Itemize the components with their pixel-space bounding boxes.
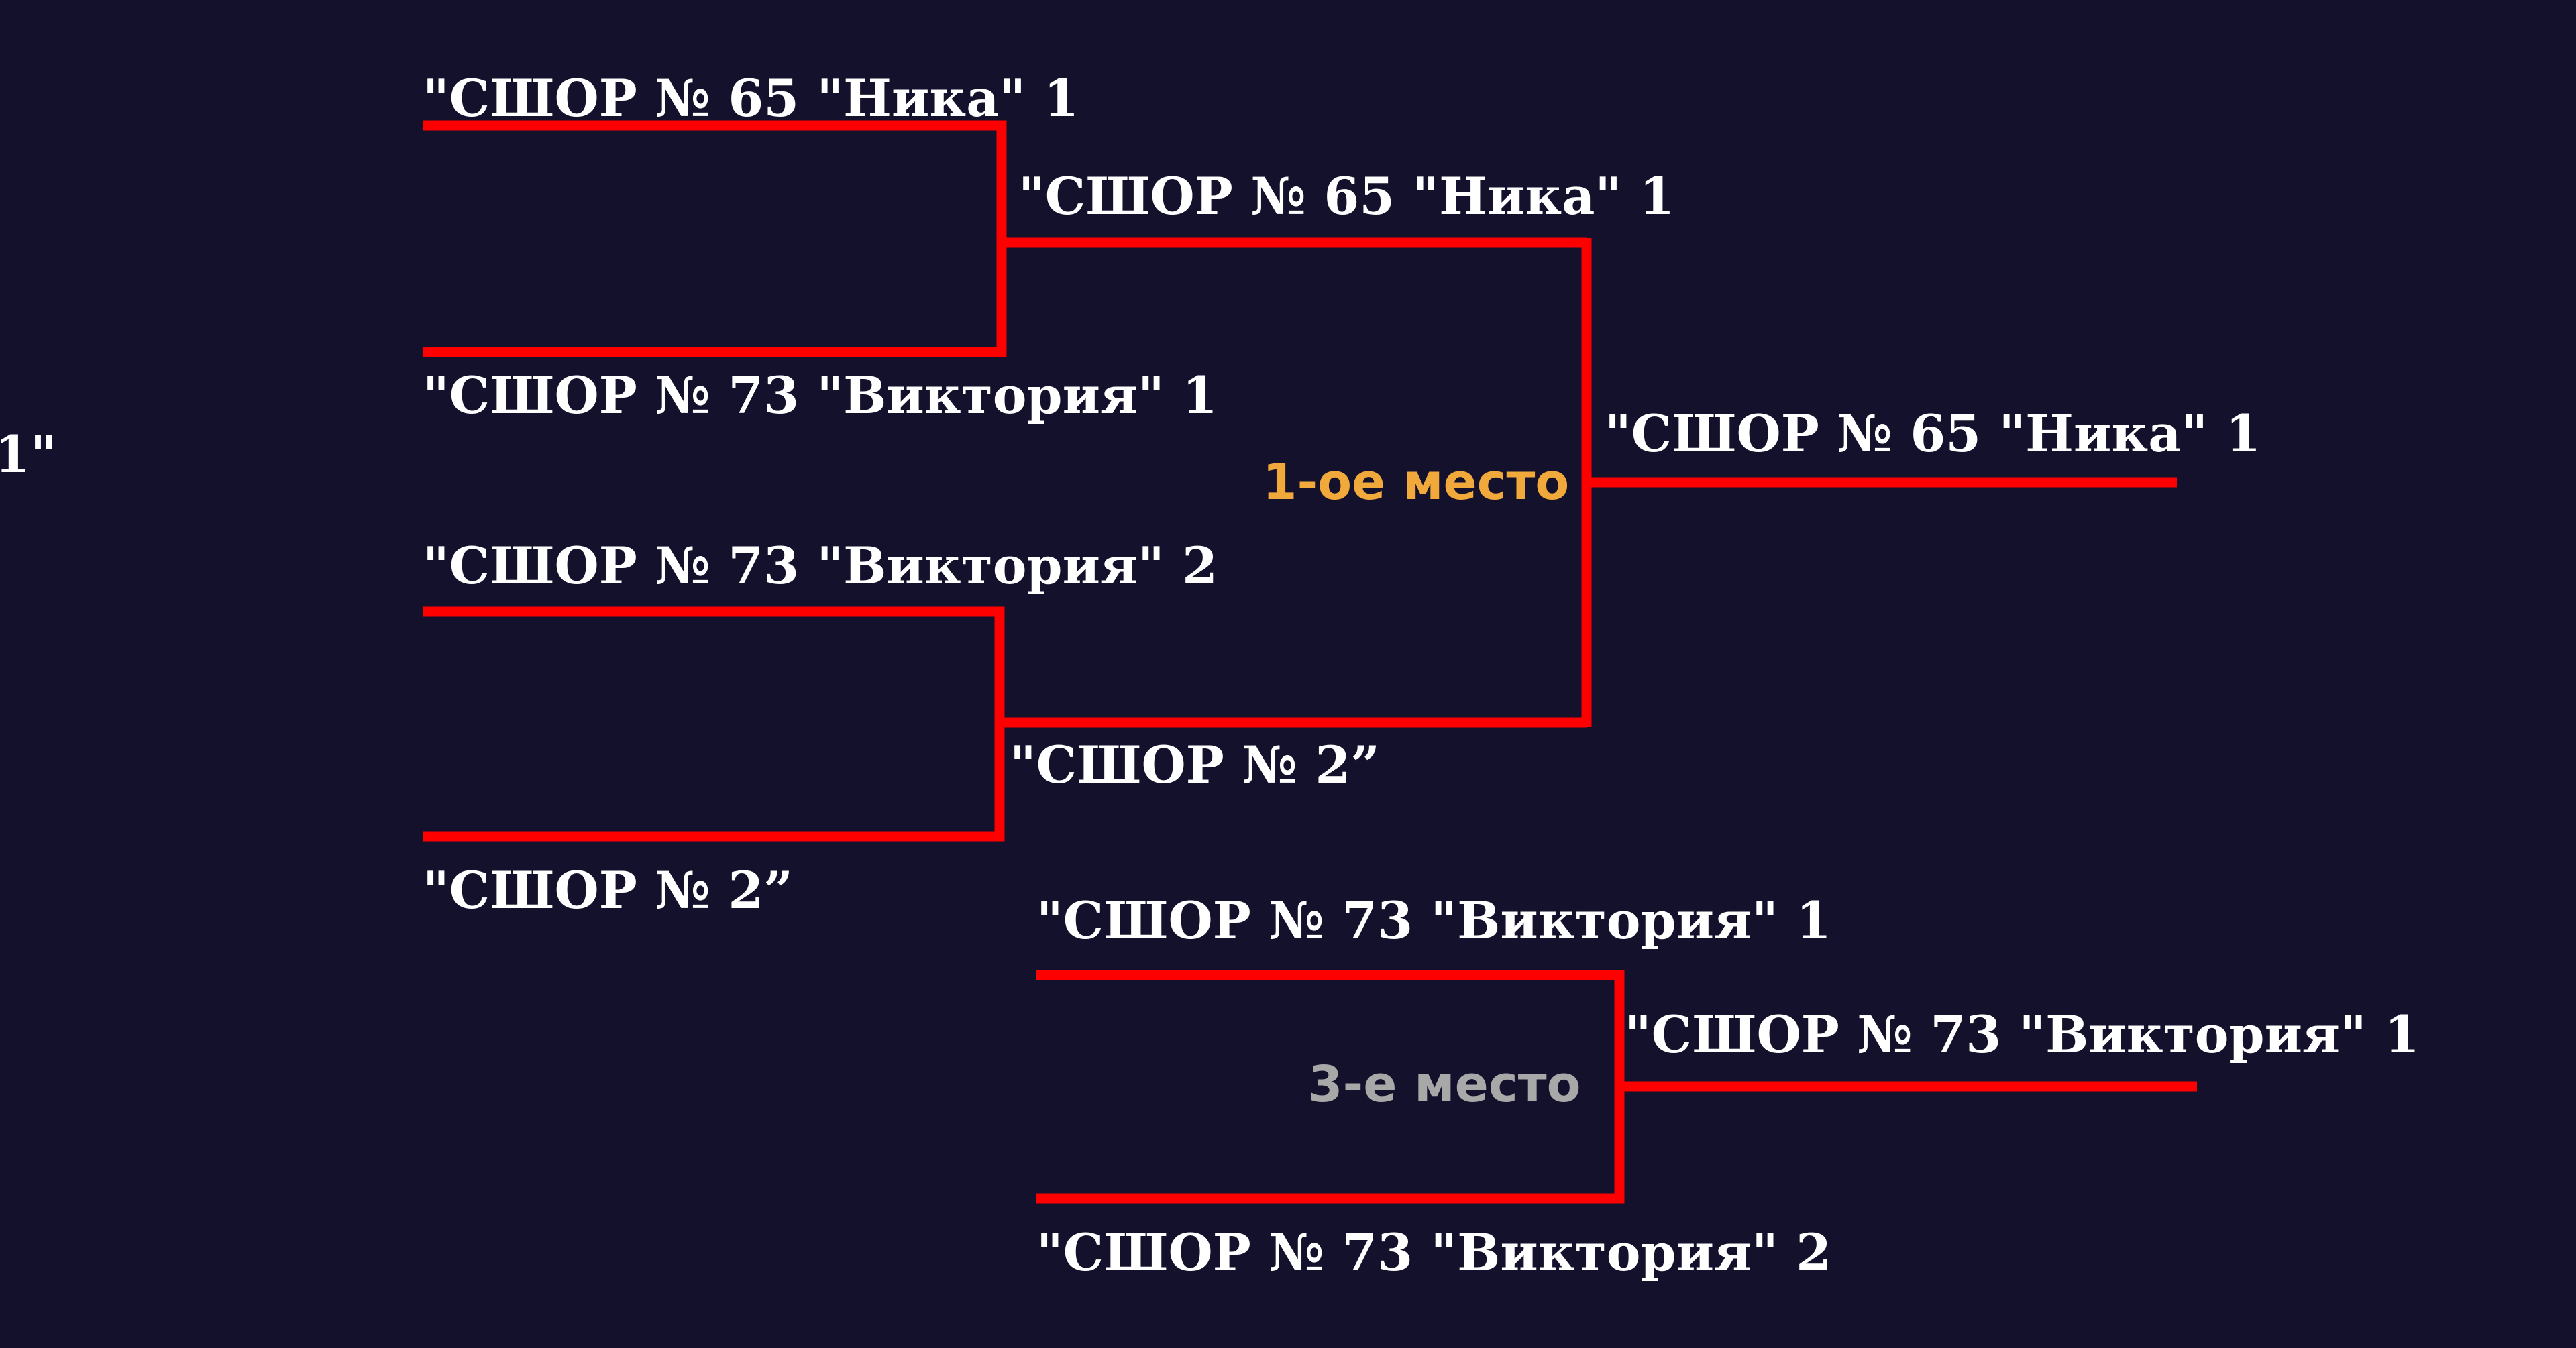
team-r1m2-top: "СШОР № 73 "Виктория" 2 <box>423 536 1218 596</box>
team-semifinal-lower: "СШОР № 2” <box>1010 735 1380 795</box>
cut-off-team-label: 1" <box>0 425 57 484</box>
first-place-label: 1-ое место <box>1263 453 1570 511</box>
team-third-bottom: "СШОР № 73 "Виктория" 2 <box>1036 1223 1832 1282</box>
team-semifinal-upper: "СШОР № 65 "Ника" 1 <box>1018 166 1675 226</box>
team-r1m1-bottom: "СШОР № 73 "Виктория" 1 <box>423 366 1218 425</box>
team-third-top: "СШОР № 73 "Виктория" 1 <box>1036 891 1832 950</box>
team-r1m2-bottom: "СШОР № 2” <box>423 860 793 920</box>
team-r1m1-top: "СШОР № 65 "Ника" 1 <box>423 68 1079 128</box>
bracket-line-r1m1-top <box>423 120 1007 357</box>
third-place-label: 3-е место <box>1308 1056 1581 1113</box>
team-final-winner: "СШОР № 65 "Ника" 1 <box>1605 404 2261 463</box>
team-third-winner: "СШОР № 73 "Виктория" 1 <box>1625 1005 2420 1064</box>
bracket-line-r1m2 <box>423 606 1005 842</box>
